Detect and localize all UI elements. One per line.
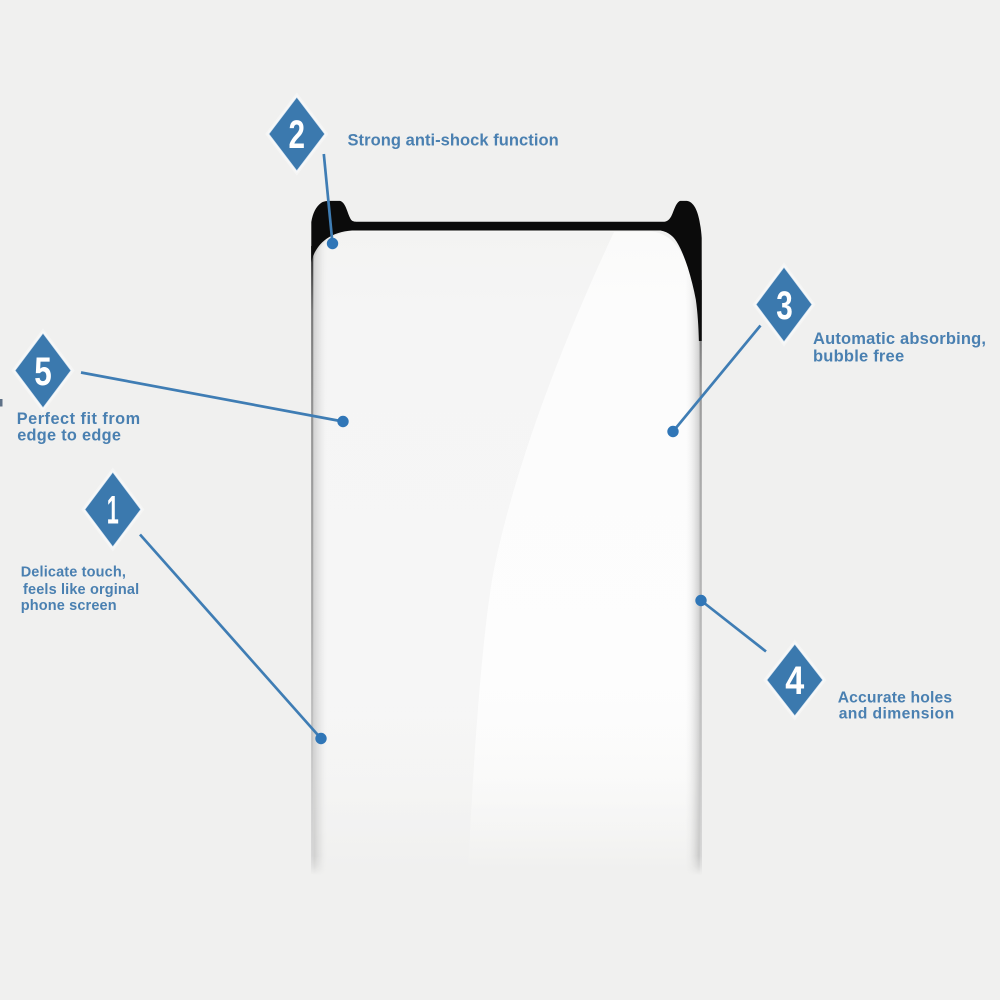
svg-text:Perfect fit from: Perfect fit from xyxy=(17,410,141,428)
svg-text:feels like orginal: feels like orginal xyxy=(23,582,139,598)
svg-text:Strong anti-shock function: Strong anti-shock function xyxy=(348,131,559,149)
svg-text:1: 1 xyxy=(107,489,119,533)
svg-text:edge to edge: edge to edge xyxy=(17,426,121,444)
svg-text:Delicate touch,: Delicate touch, xyxy=(21,565,126,581)
svg-text:and dimension: and dimension xyxy=(839,706,955,723)
svg-text:4: 4 xyxy=(785,659,805,703)
svg-text:phone screen: phone screen xyxy=(21,598,117,614)
svg-text:3: 3 xyxy=(776,284,793,328)
svg-text:Automatic absorbing,: Automatic absorbing, xyxy=(813,330,986,348)
svg-text:5: 5 xyxy=(34,350,52,394)
svg-text:bubble free: bubble free xyxy=(813,347,904,365)
svg-text:2: 2 xyxy=(289,113,306,157)
svg-text:Accurate holes: Accurate holes xyxy=(838,690,953,707)
